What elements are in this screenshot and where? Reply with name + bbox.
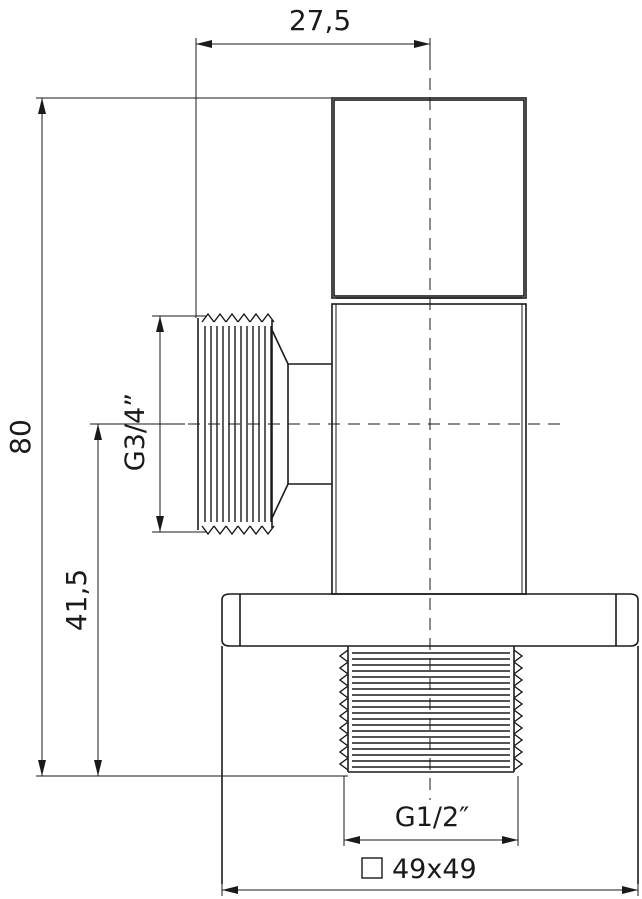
bottom-thread-crest [513,673,524,687]
bottom-thread-crest [338,757,349,771]
dimension-base-square-label: 49x49 [392,854,477,885]
bottom-thread-crest [513,661,524,675]
dimension-side-thread: G3/4” [120,315,206,533]
square-icon [361,857,383,879]
bottom-thread-crest [513,733,524,747]
side-thread-crest [261,312,275,323]
side-thread-crest [225,312,239,323]
dimension-base-square: 49x49 [221,854,639,896]
bottom-thread-crest [338,649,349,663]
bottom-thread-crest [338,673,349,687]
dimension-axis-height-label: 41,5 [60,569,93,631]
dimension-axis-height: 41,5 [60,423,185,776]
side-thread-profile [201,312,275,536]
base-flange [221,593,639,884]
side-thread-crest [261,525,275,536]
side-thread-crest [237,312,251,323]
bottom-thread-crest [338,697,349,711]
bottom-thread-crest [338,661,349,675]
bottom-thread-profile [338,649,524,773]
bottom-thread-crest [513,757,524,771]
side-thread-crest [201,525,215,536]
bottom-thread-crest [338,733,349,747]
side-thread-crest [237,525,251,536]
dimension-total-height-label: 80 [4,419,37,455]
side-thread-crest [249,525,263,536]
bottom-thread-crest [513,709,524,723]
dimension-top-width: 27,5 [195,4,431,318]
bottom-thread-crest [338,685,349,699]
dimension-side-thread-label: G3/4” [120,393,151,471]
bottom-thread [347,646,515,772]
side-thread-crest [249,312,263,323]
dimension-bottom-thread: G1/2″ [343,776,519,846]
bottom-thread-crest [513,649,524,663]
bottom-thread-crest [513,721,524,735]
bottom-thread-crest [513,745,524,759]
dimension-bottom-thread-label: G1/2″ [395,802,469,833]
bottom-thread-crest [338,709,349,723]
side-thread-crest [213,312,227,323]
side-outlet [197,318,332,530]
bottom-thread-crest [513,697,524,711]
bottom-thread-crest [338,745,349,759]
valve-body [331,303,527,595]
dimension-total-height: 80 [4,97,348,777]
side-thread-crest [213,525,227,536]
side-thread-crest [201,312,215,323]
dimension-top-width-label: 27,5 [289,4,351,37]
valve-handle [331,97,527,299]
side-thread-crest [225,525,239,536]
bottom-thread-crest [513,685,524,699]
bottom-thread-crest [338,721,349,735]
